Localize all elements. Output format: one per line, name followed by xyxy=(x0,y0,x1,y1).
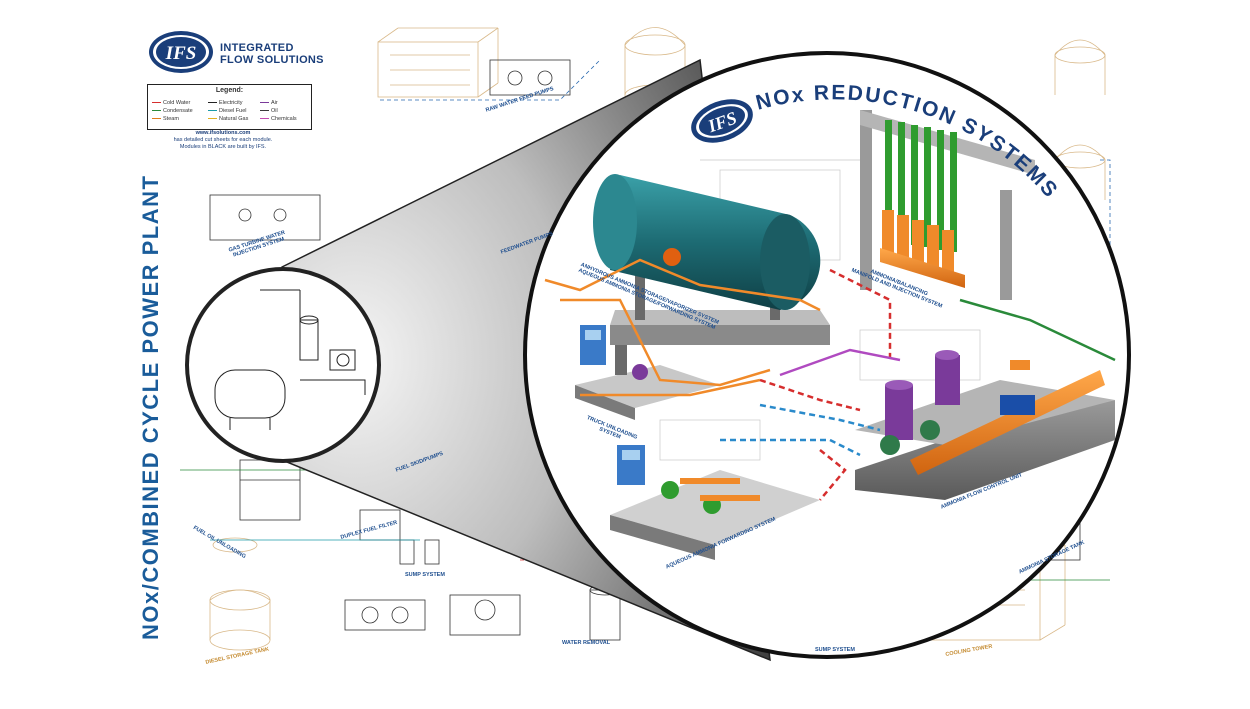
label-sump-system-2: SUMP SYSTEM xyxy=(815,647,855,653)
label-water-removal: WATER REMOVAL xyxy=(562,640,611,646)
water-injection-sketch xyxy=(209,59,571,241)
magnifier-small-circle xyxy=(185,267,381,463)
legend-label: Air xyxy=(271,100,278,106)
legend-label: Oil xyxy=(271,108,278,114)
legend-title: Legend: xyxy=(215,87,244,94)
legend-swatch xyxy=(260,110,269,112)
legend-item-electricity: Electricity xyxy=(208,100,243,106)
legend-item-cold-water: Cold Water xyxy=(152,100,190,106)
legend-item-diesel-fuel: Diesel Fuel xyxy=(208,108,247,114)
legend-item-steam: Steam xyxy=(152,116,179,122)
legend-swatch xyxy=(152,110,161,112)
legend-label: Chemicals xyxy=(271,116,297,122)
small-circle-detail xyxy=(214,289,366,430)
website-link[interactable]: www.ifsolutions.com xyxy=(195,130,251,136)
legend: Legend: Cold Water Condensate Steam Elec… xyxy=(147,84,312,130)
legend-label: Steam xyxy=(163,116,179,122)
legend-label: Electricity xyxy=(219,100,243,106)
legend-swatch xyxy=(208,110,217,112)
company-name-line1: INTEGRATED xyxy=(220,42,294,54)
legend-swatch xyxy=(260,102,269,104)
generator-sketch xyxy=(377,27,499,98)
label-sump-system: SUMP SYSTEM xyxy=(405,572,445,578)
legend-label: Natural Gas xyxy=(219,116,249,122)
inset-content xyxy=(544,110,1116,560)
side-title: NOx/COMBINED CYCLE POWER PLANT xyxy=(138,174,163,640)
inset-pipes xyxy=(544,258,1116,501)
legend-swatch xyxy=(208,118,217,120)
legend-swatch xyxy=(152,118,161,120)
legend-label: Cold Water xyxy=(163,100,191,106)
website-note: www.ifsolutions.com has detailed cut she… xyxy=(158,130,288,151)
legend-item-condensate: Condensate xyxy=(152,108,193,114)
company-name-line2: FLOW SOLUTIONS xyxy=(220,54,324,66)
legend-item-oil: Oil xyxy=(260,108,278,114)
legend-swatch xyxy=(208,102,217,104)
company-logo-mark: IFS xyxy=(165,43,197,64)
truck-unloading-skid xyxy=(575,325,720,420)
note-line2: Modules in BLACK are built by IFS. xyxy=(179,144,267,150)
flow-control-unit xyxy=(855,350,1115,500)
company-name: INTEGRATED FLOW SOLUTIONS xyxy=(220,42,324,66)
inset-logo: IFS xyxy=(691,99,753,143)
note-line1: has detailed cut sheets for each module. xyxy=(173,137,273,143)
legend-item-natural-gas: Natural Gas xyxy=(208,116,248,122)
ammonia-storage-tank xyxy=(593,174,830,345)
injection-manifold xyxy=(860,110,1035,300)
forwarding-skid xyxy=(610,445,820,560)
legend-label: Condensate xyxy=(163,108,193,114)
legend-item-chemicals: Chemicals xyxy=(260,116,297,122)
legend-swatch xyxy=(260,118,269,120)
diesel-tank-sketch xyxy=(209,537,271,651)
legend-swatch xyxy=(152,102,161,104)
company-logo: IFS xyxy=(149,31,213,73)
legend-label: Diesel Fuel xyxy=(219,108,247,114)
legend-item-air: Air xyxy=(260,100,278,106)
